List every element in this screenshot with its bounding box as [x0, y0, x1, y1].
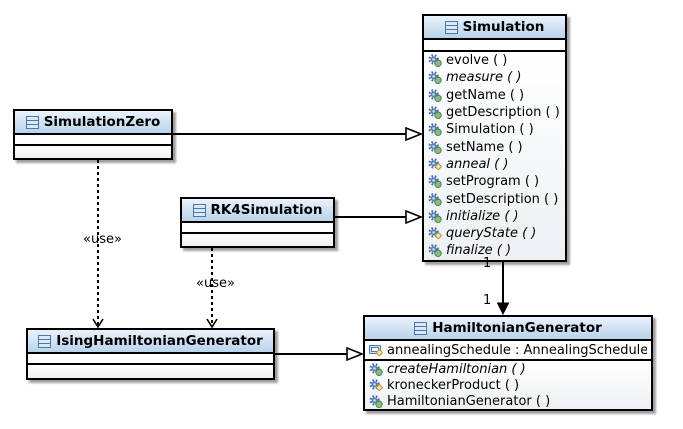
method-row: evolve ( ) [424, 52, 565, 69]
class-box-simulation[interactable]: Simulation evolve ( )measure ( )getName … [422, 14, 567, 262]
method-label: evolve ( ) [446, 53, 508, 69]
methods-compartment: createHamiltonian ( )kroneckerProduct ( … [365, 361, 651, 409]
use-stereotype-label: «use» [196, 276, 235, 291]
method-gear-protected-icon [369, 378, 383, 392]
class-box-hamiltonian-generator[interactable]: HamiltonianGenerator annealingSchedule :… [363, 315, 653, 411]
method-row: setProgram ( ) [424, 173, 565, 190]
class-name: Simulation [462, 19, 545, 35]
class-icon [38, 334, 52, 348]
class-icon [414, 321, 428, 335]
attributes-compartment [182, 223, 333, 234]
method-gear-public-icon [428, 71, 442, 85]
method-gear-public-icon [369, 362, 383, 376]
generalization-isinghamiltoniangenerator-to-hamiltoniangenerator [275, 346, 365, 362]
method-row: HamiltonianGenerator ( ) [365, 393, 651, 409]
class-title-bar: Simulation [424, 16, 565, 40]
method-row: setDescription ( ) [424, 190, 565, 207]
method-gear-public-icon [428, 106, 442, 120]
generalization-rk4simulation-to-simulation [335, 209, 424, 225]
method-row: measure ( ) [424, 69, 565, 86]
attributes-compartment: annealingSchedule : AnnealingSchedule [365, 341, 651, 361]
method-label: setDescription ( ) [446, 191, 559, 207]
dependency-simulationzero-to-isinghamiltoniangenerator [92, 160, 104, 329]
class-title-bar: HamiltonianGenerator [365, 317, 651, 341]
class-title-bar: IsingHamiltonianGenerator [28, 330, 273, 354]
method-label: getName ( ) [446, 87, 525, 103]
method-gear-public-icon [428, 123, 442, 137]
class-name: IsingHamiltonianGenerator [56, 333, 263, 349]
attributes-compartment [28, 354, 273, 365]
method-gear-public-icon [428, 210, 442, 223]
class-box-rk4-simulation[interactable]: RK4Simulation [180, 197, 335, 248]
field-row: annealingSchedule : AnnealingSchedule [365, 341, 651, 359]
method-label: measure ( ) [446, 70, 522, 86]
generalization-simulationzero-to-simulation [173, 126, 424, 142]
method-gear-public-icon [428, 88, 442, 102]
method-gear-public-icon [428, 54, 442, 68]
class-icon [444, 20, 458, 34]
field-protected-icon [369, 344, 383, 357]
method-row: createHamiltonian ( ) [365, 361, 651, 377]
methods-compartment [28, 365, 273, 378]
class-title-bar: RK4Simulation [182, 199, 333, 223]
dependency-rk4simulation-to-isinghamiltoniangenerator [206, 248, 218, 329]
method-label: kroneckerProduct ( ) [387, 377, 520, 393]
method-label: Simulation ( ) [446, 122, 534, 138]
multiplicity-label-source: 1 [483, 256, 492, 271]
method-label: queryState ( ) [446, 226, 537, 242]
method-label: anneal ( ) [446, 156, 509, 172]
class-icon [192, 203, 206, 217]
use-stereotype-label: «use» [83, 232, 122, 247]
method-row: kroneckerProduct ( ) [365, 377, 651, 393]
method-gear-protected-icon [428, 227, 442, 240]
attributes-compartment [15, 135, 171, 146]
class-box-ising-hamiltonian-generator[interactable]: IsingHamiltonianGenerator [26, 328, 275, 380]
class-title-bar: SimulationZero [15, 111, 171, 135]
method-row: finalize ( ) [424, 242, 565, 259]
method-row: setName ( ) [424, 138, 565, 155]
method-row: Simulation ( ) [424, 121, 565, 138]
methods-compartment [15, 146, 171, 158]
methods-compartment [182, 234, 333, 246]
method-row: initialize ( ) [424, 208, 565, 225]
class-name: RK4Simulation [210, 202, 323, 218]
method-label: setName ( ) [446, 139, 523, 155]
method-gear-public-icon [428, 175, 442, 189]
method-label: HamiltonianGenerator ( ) [387, 393, 551, 409]
method-row: queryState ( ) [424, 225, 565, 242]
attributes-compartment [424, 40, 565, 52]
method-label: getDescription ( ) [446, 105, 560, 121]
class-name: HamiltonianGenerator [432, 320, 602, 336]
association-simulation-to-hamiltoniangenerator [496, 261, 510, 316]
method-row: getDescription ( ) [424, 104, 565, 121]
method-row: anneal ( ) [424, 156, 565, 173]
class-icon [25, 115, 39, 129]
class-name: SimulationZero [43, 114, 161, 130]
method-label: createHamiltonian ( ) [387, 361, 526, 377]
method-label: setProgram ( ) [446, 174, 540, 190]
multiplicity-label-target: 1 [483, 293, 492, 308]
method-row: getName ( ) [424, 87, 565, 104]
method-gear-public-icon [428, 140, 442, 154]
method-label: initialize ( ) [446, 208, 519, 224]
methods-compartment: evolve ( )measure ( )getName ( ) getDescr… [424, 52, 565, 260]
method-gear-public-icon [369, 394, 383, 408]
field-label: annealingSchedule : AnnealingSchedule [387, 342, 647, 358]
method-label: finalize ( ) [446, 243, 512, 259]
method-gear-protected-icon [428, 158, 442, 171]
class-box-simulation-zero[interactable]: SimulationZero [13, 109, 173, 160]
method-gear-public-icon [428, 192, 442, 206]
method-gear-public-icon [428, 244, 442, 258]
